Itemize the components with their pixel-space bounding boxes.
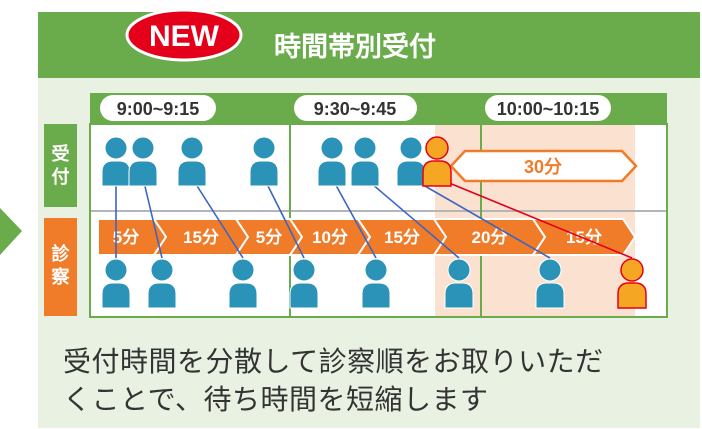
person-icon-exam-8 [617, 258, 647, 309]
slot-tab-2-pill [294, 95, 417, 121]
person-icon-exam-7 [535, 258, 565, 309]
person-icon-reception-1 [101, 136, 131, 187]
duration-chevrons: 5分15分5分10分15分20分15分 [97, 218, 637, 256]
person-icon-exam-2 [147, 258, 177, 309]
person-icon-reception-3 [177, 136, 207, 187]
caption-area: 受付時間を分散して診察順をお取りいただ くことで、待ち時間を短縮します [0, 330, 702, 429]
exam-row-char-1: 診 [52, 243, 71, 265]
connector-6 [364, 177, 460, 259]
duration-label-3: 5分 [256, 228, 282, 247]
duration-label-5: 15分 [384, 228, 420, 247]
person-icon-exam-4 [289, 258, 319, 309]
reception-row-char-1: 受 [52, 143, 70, 165]
new-badge-label: NEW [149, 20, 220, 53]
slot-tab-1-label: 9:00~9:15 [117, 99, 200, 119]
header-title: 時間帯別受付 [274, 31, 436, 63]
exam-row-char-2: 察 [52, 266, 71, 288]
caption-line-1: 受付時間を分散して診察順をお取りいただ [63, 345, 604, 378]
wait-time-arrow [449, 149, 638, 183]
duration-label-2: 15分 [183, 228, 219, 247]
patient-connectors [115, 177, 633, 259]
duration-label-1: 5分 [113, 228, 139, 247]
reception-row-label-box [44, 124, 77, 207]
duration-label-6: 20分 [472, 228, 508, 247]
slot-tab-3-pill [485, 95, 611, 121]
connector-3 [191, 177, 244, 259]
connector-2 [142, 177, 163, 259]
person-icon-reception-4 [249, 136, 279, 187]
wait-time-label: 30分 [524, 157, 562, 177]
new-badge [125, 8, 243, 62]
person-icon-exam-6 [444, 258, 474, 309]
person-icon-reception-8 [422, 136, 452, 187]
person-icon-reception-6 [350, 136, 380, 187]
patients [101, 136, 647, 309]
left-pointer-arrow [0, 208, 22, 255]
person-icon-exam-5 [361, 258, 391, 309]
caption-line-2: くことで、待ち時間を短縮します [63, 383, 489, 416]
reception-row-char-2: 付 [52, 166, 70, 188]
slot-tab-1-pill [100, 95, 216, 121]
duration-label-4: 10分 [312, 228, 348, 247]
person-icon-exam-3 [228, 258, 258, 309]
connector-4 [263, 177, 305, 259]
connector-8 [436, 177, 633, 259]
exam-row-label-box [44, 218, 77, 316]
person-icon-reception-5 [317, 136, 347, 187]
slot-tab-2-label: 9:30~9:45 [314, 99, 397, 119]
slot-tab-3-label: 10:00~10:15 [497, 99, 600, 119]
person-icon-exam-1 [101, 258, 131, 309]
connector-5 [331, 177, 377, 259]
connector-7 [410, 177, 551, 259]
person-icon-reception-2 [128, 136, 158, 187]
